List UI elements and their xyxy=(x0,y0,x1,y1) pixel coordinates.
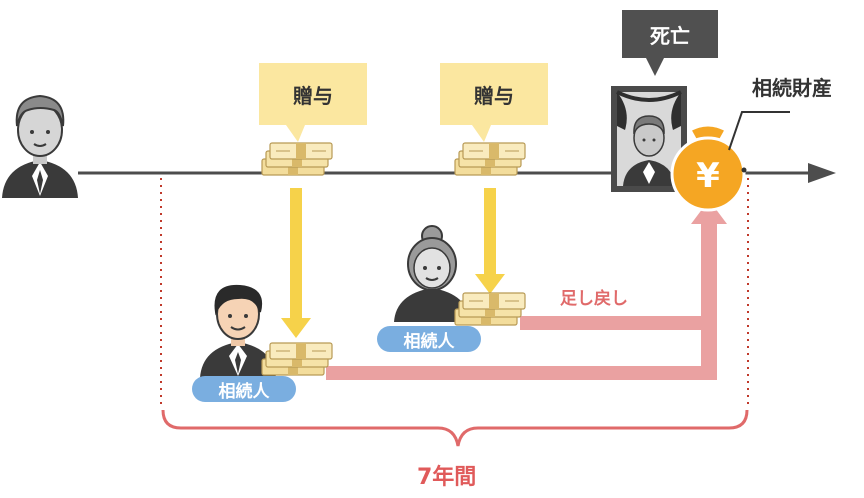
gift-arrow-1-shaft xyxy=(290,188,302,322)
inherited-assets-label: 相続財産 xyxy=(752,76,832,100)
heir-label-grandmother: 相続人 xyxy=(403,331,455,352)
gift-arrow-2-head xyxy=(475,274,505,294)
timeline-arrowhead xyxy=(808,163,836,183)
grandmother-icon xyxy=(394,225,470,322)
cash-bundle-icon xyxy=(261,342,333,376)
money-bag-icon xyxy=(670,123,747,212)
gift-callout-2 xyxy=(440,63,548,142)
death-callout xyxy=(622,10,718,76)
gift-arrow-1-head xyxy=(281,318,311,338)
addback-line-son xyxy=(326,366,717,380)
gift-label-2: 贈与 xyxy=(474,83,514,108)
heir-label-son: 相続人 xyxy=(218,381,270,402)
addback-line-grandmother xyxy=(520,316,717,330)
addback-arrow-head xyxy=(691,200,727,224)
death-label: 死亡 xyxy=(650,23,690,48)
cash-bundle-icon xyxy=(454,142,526,176)
grandfather-icon xyxy=(2,94,78,198)
add-back-label: 足し戻し xyxy=(560,289,628,309)
period-bracket xyxy=(161,409,749,447)
gift-arrow-2-shaft xyxy=(484,188,496,278)
son-icon xyxy=(200,284,276,378)
heir-badge-son xyxy=(192,376,296,402)
memorial-portrait-icon xyxy=(611,86,687,192)
heir-badge-grandmother xyxy=(377,326,481,352)
addback-arrow-shaft xyxy=(701,222,717,380)
cash-bundle-icon xyxy=(454,292,526,326)
period-label: 7年間 xyxy=(417,465,477,490)
gift-label-1: 贈与 xyxy=(293,83,333,108)
cash-bundle-icon xyxy=(261,142,333,176)
gift-callout-1 xyxy=(259,63,367,142)
money-bag-yen-symbol: ¥ xyxy=(696,156,720,196)
assets-leader-line xyxy=(728,111,790,151)
